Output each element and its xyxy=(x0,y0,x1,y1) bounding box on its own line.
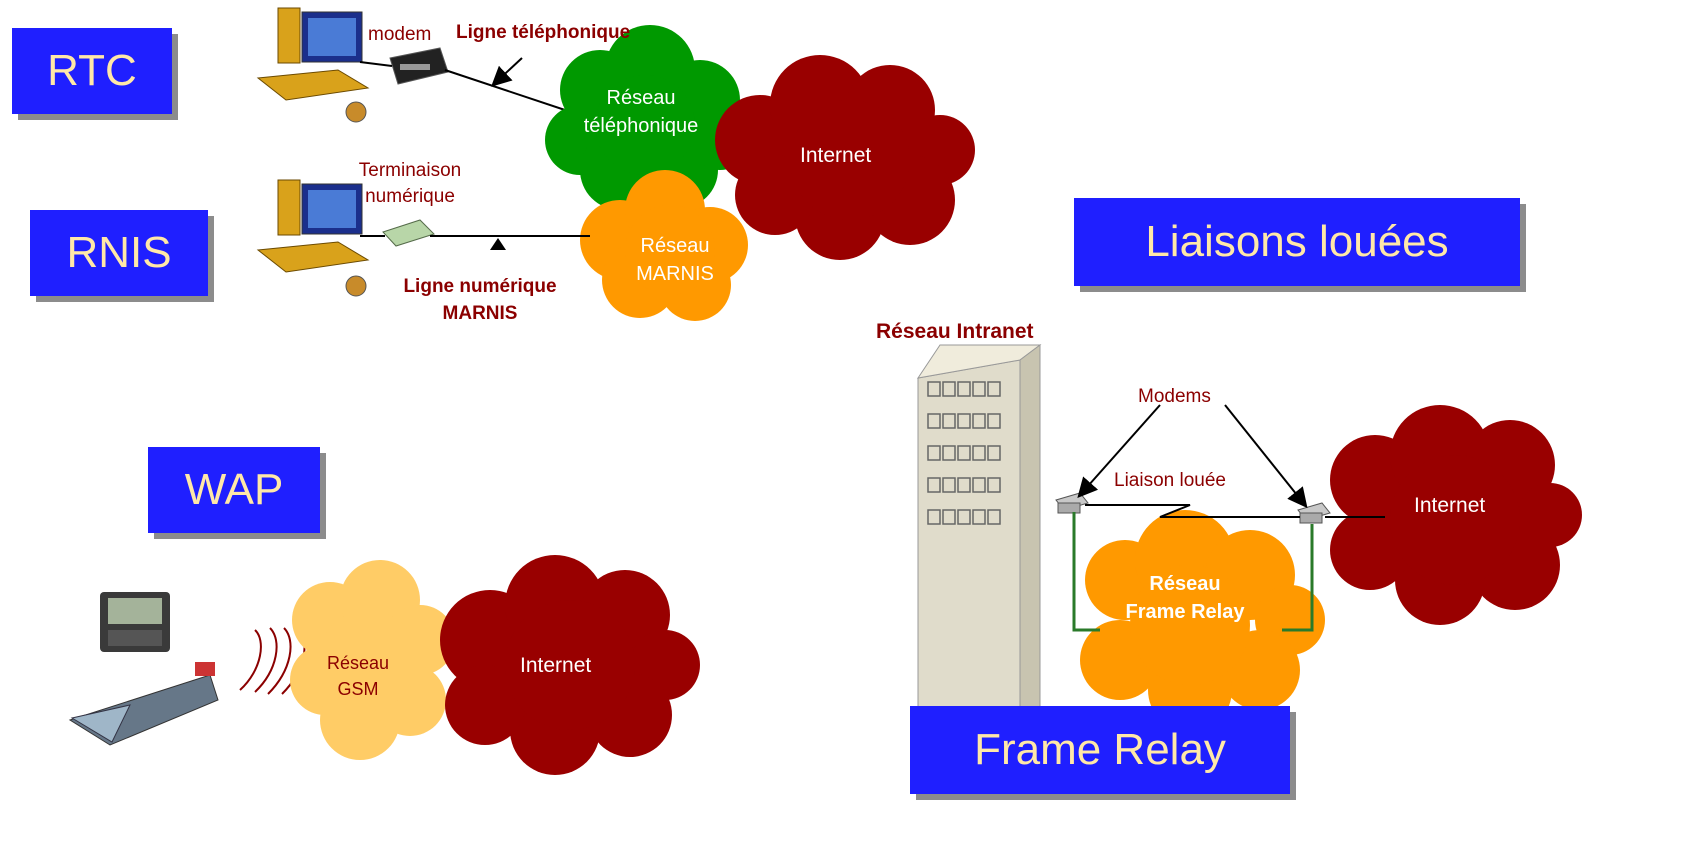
marnis-network-label-1: Réseau xyxy=(640,235,710,257)
building-icon xyxy=(916,344,1042,762)
internet-cloud-wap xyxy=(440,555,700,775)
marnis-network-label: Réseau MARNIS xyxy=(610,232,740,288)
frame-relay-cloud xyxy=(1080,510,1325,732)
wap-title: WAP xyxy=(184,465,284,514)
digital-terminal-label: Terminaison numérique xyxy=(340,158,480,210)
mobile-phone-icon xyxy=(68,662,219,746)
phone-network-label-1: Réseau xyxy=(606,87,676,109)
digital-line-label: Ligne numérique MARNIS xyxy=(370,273,590,327)
modem-label: modem xyxy=(368,24,432,45)
frame-relay-network-label-1: Réseau xyxy=(1149,573,1221,595)
digital-terminal-label-2: numérique xyxy=(365,186,455,207)
frame-relay-title: Frame Relay xyxy=(974,725,1226,774)
modem-icon xyxy=(1055,492,1089,514)
digital-terminal-icon xyxy=(382,219,435,247)
modem-icon xyxy=(1297,502,1331,524)
gsm-network-label-1: Réseau xyxy=(326,653,390,673)
wap-title-box: WAP xyxy=(148,447,320,533)
intranet-label: Réseau Intranet xyxy=(876,320,1034,343)
pda-icon xyxy=(100,592,170,652)
internet-cloud-top xyxy=(715,55,975,260)
phone-line-label: Ligne téléphonique xyxy=(456,22,631,43)
modem-icon xyxy=(389,47,449,85)
internet-label-right: Internet xyxy=(1414,494,1486,517)
digital-line-label-2: MARNIS xyxy=(442,303,518,324)
marnis-network-cloud xyxy=(580,170,748,321)
leased-title: Liaisons louées xyxy=(1145,217,1449,266)
marnis-network-label-2: MARNIS xyxy=(636,263,714,285)
frame-relay-network-label: Réseau Frame Relay xyxy=(1085,570,1285,626)
gsm-network-label: Réseau GSM xyxy=(318,650,398,702)
gsm-network-cloud xyxy=(290,560,455,760)
rtc-title: RTC xyxy=(47,46,137,95)
leased-title-box: Liaisons louées xyxy=(1074,198,1520,286)
internet-label-wap: Internet xyxy=(520,654,592,677)
gsm-network-label-2: GSM xyxy=(337,679,379,699)
computer-icon xyxy=(256,179,370,297)
rnis-title: RNIS xyxy=(66,228,172,277)
phone-network-label-2: téléphonique xyxy=(583,115,699,137)
modems-label: Modems xyxy=(1138,386,1211,407)
computer-icon xyxy=(256,7,370,123)
digital-terminal-label-1: Terminaison xyxy=(358,160,462,181)
digital-line-label-1: Ligne numérique xyxy=(403,276,557,297)
internet-label-top: Internet xyxy=(800,144,872,167)
phone-network-label: Réseau téléphonique xyxy=(566,84,716,140)
leased-link-label: Liaison louée xyxy=(1114,470,1226,491)
rtc-title-box: RTC xyxy=(12,28,172,114)
internet-cloud-right xyxy=(1330,405,1582,625)
frame-relay-network-label-2: Frame Relay xyxy=(1125,601,1245,623)
frame-relay-title-box: Frame Relay xyxy=(910,706,1290,794)
rnis-title-box: RNIS xyxy=(30,210,208,296)
